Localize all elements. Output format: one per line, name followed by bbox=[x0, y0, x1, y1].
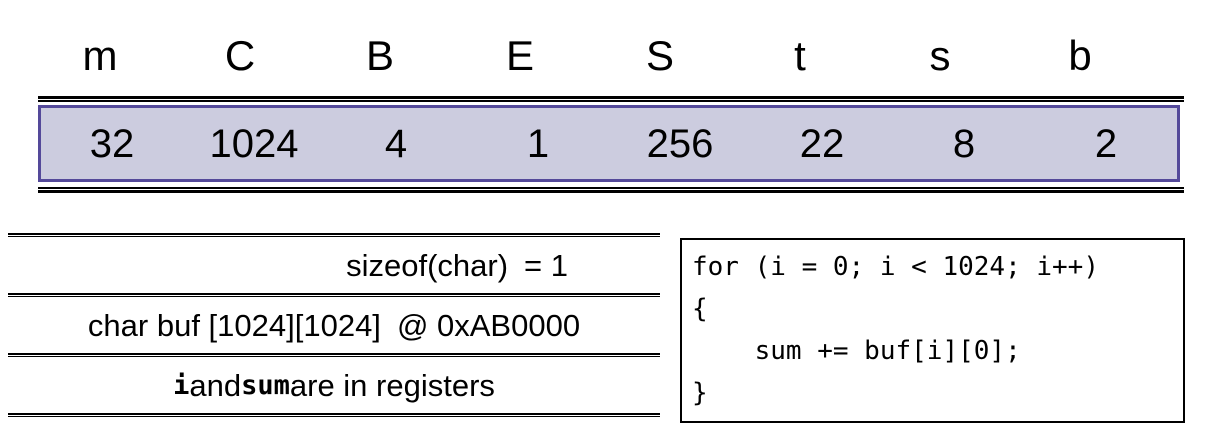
table-rule-bottom bbox=[38, 187, 1184, 193]
facts-register-conjunction: and bbox=[189, 367, 242, 403]
param-header-E: E bbox=[505, 32, 534, 79]
parameter-value-row: 32 1024 4 1 256 22 8 2 bbox=[38, 105, 1180, 182]
param-value-E: 1 bbox=[526, 121, 550, 166]
param-value-m: 32 bbox=[89, 121, 135, 166]
facts-row-buffer: char buf [1024][1024] @ 0xAB0000 bbox=[8, 297, 660, 353]
facts-rule-4 bbox=[8, 413, 660, 417]
param-value-C: 1024 bbox=[209, 121, 299, 166]
param-value-S: 256 bbox=[646, 121, 714, 166]
facts-register-ident-i: i bbox=[173, 369, 190, 401]
facts-row-sizeof: sizeof(char) = 1 bbox=[8, 237, 660, 293]
facts-rule-3 bbox=[8, 353, 660, 357]
param-header-s: s bbox=[929, 32, 951, 79]
facts-row-registers: i and sum are in registers bbox=[8, 357, 660, 413]
param-value-b: 2 bbox=[1094, 121, 1118, 166]
facts-register-ident-sum: sum bbox=[241, 369, 290, 401]
source-code-box: for (i = 0; i < 1024; i++) { sum += buf[… bbox=[680, 238, 1185, 423]
code-line-1: for (i = 0; i < 1024; i++) bbox=[692, 252, 1099, 282]
facts-rule-1 bbox=[8, 233, 660, 237]
param-header-m: m bbox=[82, 32, 118, 79]
facts-sizeof-value: = 1 bbox=[524, 247, 568, 283]
table-rule-top bbox=[38, 96, 1184, 102]
param-header-B: B bbox=[365, 32, 394, 79]
facts-register-suffix: are in registers bbox=[289, 367, 495, 403]
facts-buffer-label: char buf [1024][1024] bbox=[87, 307, 381, 343]
code-line-4: } bbox=[692, 378, 708, 408]
param-header-t: t bbox=[794, 32, 806, 79]
facts-buffer-address: @ 0xAB0000 bbox=[396, 307, 581, 343]
param-value-t: 22 bbox=[799, 121, 845, 166]
param-value-s: 8 bbox=[952, 121, 976, 166]
param-header-S: S bbox=[645, 32, 674, 79]
facts-rule-2 bbox=[8, 293, 660, 297]
param-header-C: C bbox=[224, 32, 256, 79]
facts-sizeof-label: sizeof(char) bbox=[346, 247, 509, 283]
program-facts-table: sizeof(char) = 1 char buf [1024][1024] @… bbox=[8, 233, 660, 417]
parameter-header-row: m C B E S t s b bbox=[30, 20, 1150, 92]
cache-parameters-table: m C B E S t s b 32 1024 4 1 256 22 8 2 bbox=[30, 20, 1190, 210]
code-line-2: { bbox=[692, 294, 708, 324]
param-value-B: 4 bbox=[384, 121, 408, 166]
code-line-3: sum += buf[i][0]; bbox=[692, 336, 1021, 366]
param-header-b: b bbox=[1068, 32, 1092, 79]
